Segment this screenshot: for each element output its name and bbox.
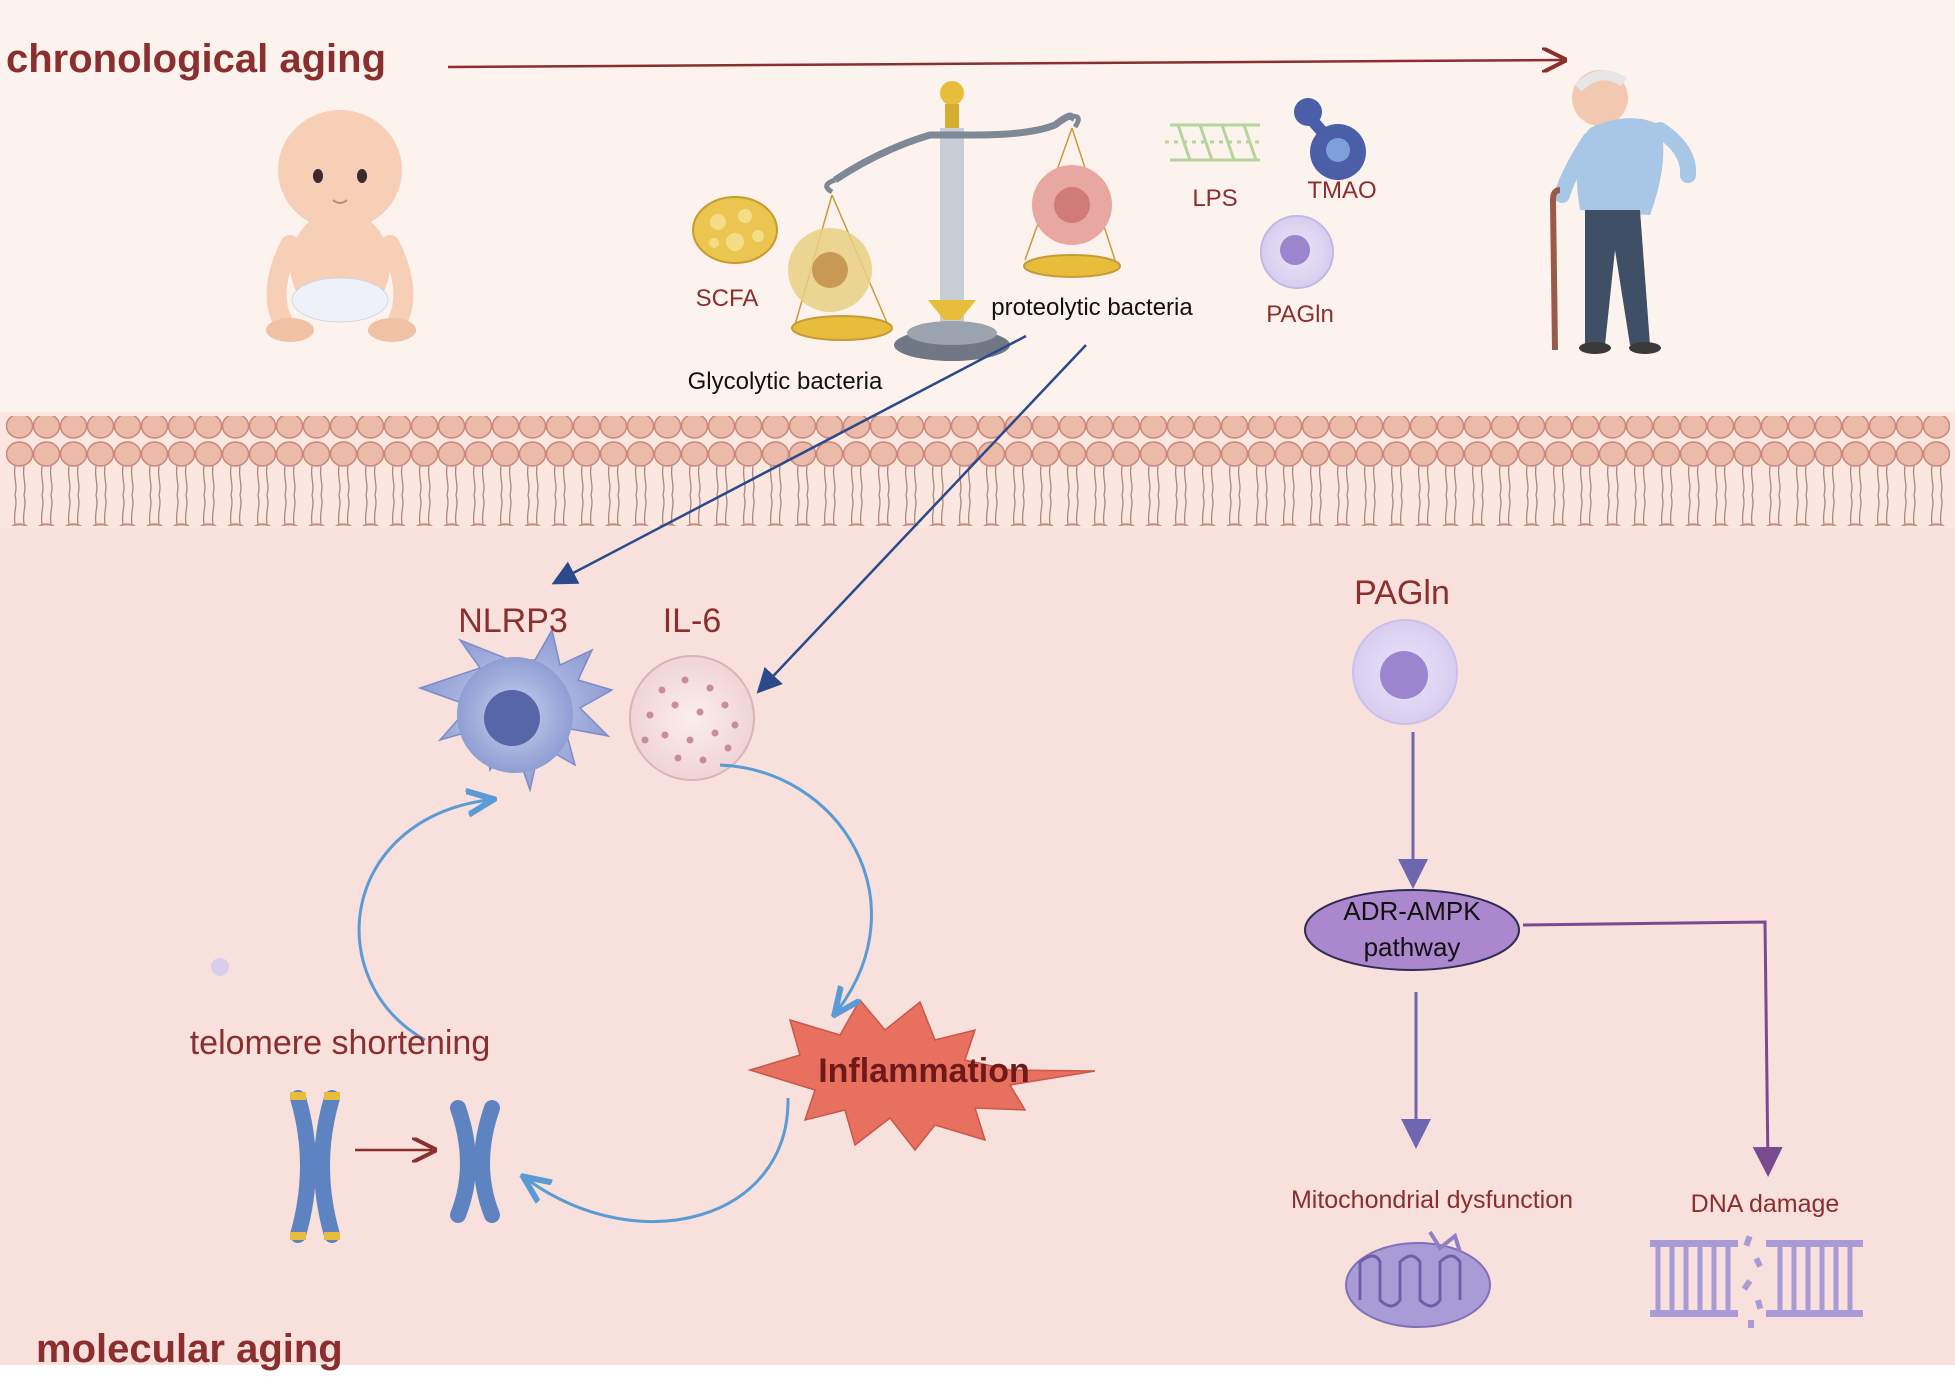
scfa-label: SCFA bbox=[696, 285, 759, 312]
scfa-icon bbox=[692, 196, 778, 264]
chromosome-long-icon bbox=[290, 1090, 340, 1243]
bottom-margin bbox=[0, 1365, 1955, 1385]
pagln-cell-icon bbox=[1352, 619, 1458, 725]
adr-ampk-label: ADR-AMPK bbox=[1343, 896, 1481, 926]
balance-scale-illustration bbox=[788, 81, 1121, 361]
adr-ampk-pathway-node bbox=[1304, 889, 1520, 971]
pagln-top-icon bbox=[1260, 215, 1334, 289]
proteolytic-to-il6-arrow bbox=[756, 344, 1087, 694]
inflammation-label: Inflammation bbox=[818, 1052, 1030, 1090]
proteolytic-bacteria-label: proteolytic bacteria bbox=[991, 294, 1193, 321]
glycolytic-bacteria-label: Glycolytic bacteria bbox=[688, 368, 883, 395]
telomere-to-nlrp3-arrow bbox=[357, 800, 488, 1042]
il6-cell-icon bbox=[629, 655, 755, 781]
cell-membrane bbox=[0, 412, 1955, 528]
dna-damage-label: DNA damage bbox=[1691, 1190, 1840, 1218]
mitochondria-icon bbox=[1345, 1230, 1491, 1328]
inflammation-to-telomere-arrow bbox=[528, 1097, 790, 1223]
dna-damage-icon bbox=[1650, 1230, 1863, 1328]
nlrp3-label: NLRP3 bbox=[458, 602, 568, 640]
adr-to-dna-arrow bbox=[1522, 920, 1783, 1177]
tmao-icon bbox=[1294, 98, 1366, 180]
il6-to-inflammation-arrow bbox=[719, 763, 873, 1010]
pagln-top-label: PAGln bbox=[1266, 301, 1334, 328]
intracellular-background bbox=[0, 520, 1955, 1385]
molecular-aging-title: molecular aging bbox=[36, 1327, 343, 1371]
baby-illustration bbox=[266, 110, 416, 342]
elderly-man-illustration bbox=[1549, 70, 1697, 354]
lps-label: LPS bbox=[1192, 185, 1237, 212]
aging-timeline-arrow bbox=[447, 60, 1562, 67]
il6-label: IL-6 bbox=[663, 602, 722, 640]
chromosome-short-icon bbox=[450, 1100, 500, 1223]
lps-icon bbox=[1165, 123, 1262, 162]
nlrp3-macrophage-icon bbox=[417, 627, 614, 793]
chronological-aging-title: chronological aging bbox=[6, 37, 386, 81]
pagln-label: PAGln bbox=[1354, 574, 1450, 612]
small-dot bbox=[211, 958, 229, 976]
telomere-shortening-label: telomere shortening bbox=[190, 1024, 491, 1062]
pathway-label: pathway bbox=[1364, 932, 1461, 962]
mitochondrial-dysfunction-label: Mitochondrial dysfunction bbox=[1291, 1186, 1573, 1214]
tmao-label: TMAO bbox=[1307, 177, 1376, 204]
proteolytic-to-nlrp3-arrow bbox=[551, 334, 1027, 585]
